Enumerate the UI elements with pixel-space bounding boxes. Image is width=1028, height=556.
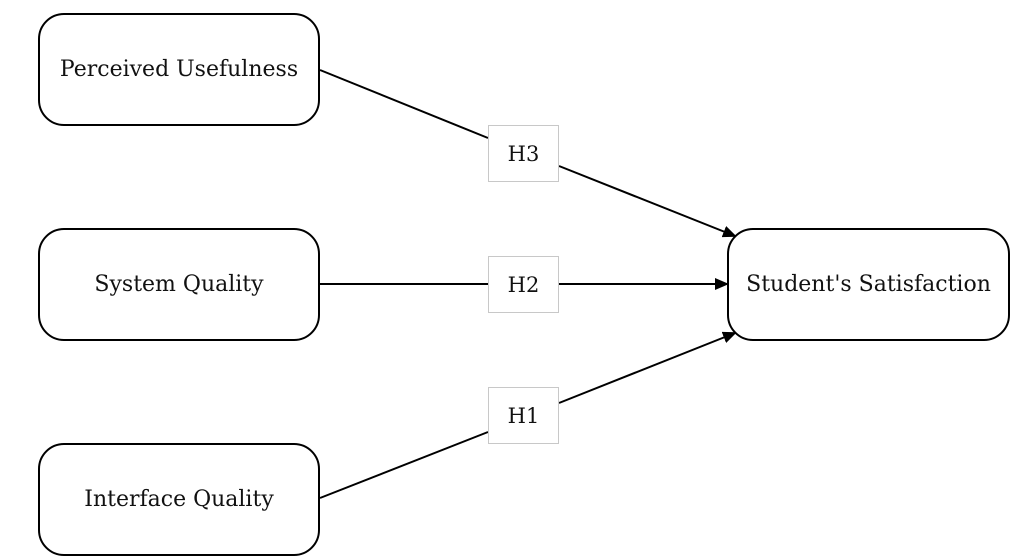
hypothesis-h1-text: H1 bbox=[507, 403, 540, 428]
node-interface-quality-label: Interface Quality bbox=[84, 487, 274, 512]
edge-h1-arrow bbox=[558, 331, 737, 404]
edge-h3-segment-a bbox=[319, 69, 489, 139]
edge-h3-arrow bbox=[558, 165, 737, 238]
node-perceived-usefulness: Perceived Usefulness bbox=[38, 13, 320, 126]
hypothesis-label-h2: H2 bbox=[488, 256, 559, 313]
node-system-quality-label: System Quality bbox=[94, 272, 264, 297]
hypothesis-label-h3: H3 bbox=[488, 125, 559, 182]
node-interface-quality: Interface Quality bbox=[38, 443, 320, 556]
node-students-satisfaction-label: Student's Satisfaction bbox=[746, 272, 991, 297]
node-perceived-usefulness-label: Perceived Usefulness bbox=[59, 57, 299, 82]
edge-h1-segment-a bbox=[319, 431, 489, 499]
node-system-quality: System Quality bbox=[38, 228, 320, 341]
hypothesis-label-h1: H1 bbox=[488, 387, 559, 444]
node-students-satisfaction: Student's Satisfaction bbox=[727, 228, 1010, 341]
hypothesis-h2-text: H2 bbox=[507, 272, 540, 297]
hypothesis-h3-text: H3 bbox=[507, 141, 540, 166]
